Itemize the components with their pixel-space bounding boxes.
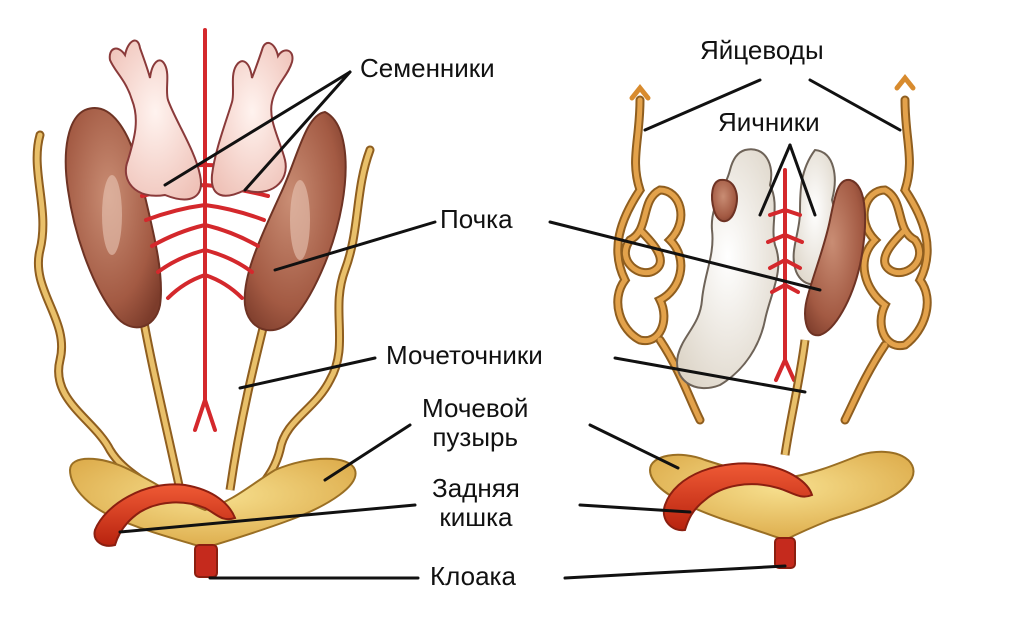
label-hindgut-line2: кишка [439, 502, 513, 533]
label-testes: Семенники [360, 53, 495, 83]
label-hindgut-line1: Задняя [432, 473, 520, 503]
label-ovaries: Яичники [718, 107, 820, 137]
female-cloaca [774, 537, 796, 569]
male-system [32, 28, 375, 578]
female-ureter [782, 339, 808, 456]
label-oviducts: Яйцеводы [700, 35, 824, 65]
leader-bladder-male [323, 423, 412, 482]
leader-oviducts-right [808, 78, 902, 132]
leader-lines [118, 70, 902, 580]
label-hindgut: Задняя кишка [432, 473, 520, 533]
female-right-kidney [804, 178, 867, 337]
female-blood-vessel [766, 168, 804, 382]
female-system [613, 73, 932, 569]
leader-ureters-male [238, 356, 377, 390]
leader-cloaca-female [563, 564, 787, 580]
female-hindgut [662, 462, 814, 532]
label-cloaca: Клоака [430, 561, 516, 591]
label-ureters: Мочеточники [386, 340, 543, 370]
leader-testes-left [163, 70, 352, 187]
female-left-oviduct [613, 83, 705, 425]
male-right-testis [210, 41, 294, 197]
male-hindgut [93, 483, 237, 547]
male-left-testis [108, 39, 202, 201]
female-left-kidney-fragment [711, 178, 738, 223]
label-bladder-line2: пузырь [432, 422, 519, 453]
leader-kidney-male [273, 220, 437, 272]
leader-hindgut-male [118, 503, 417, 534]
female-right-oviduct [840, 73, 932, 425]
leader-ureters-female [613, 356, 807, 394]
leader-oviducts-left [643, 78, 762, 132]
leader-bladder-female [588, 423, 680, 470]
label-kidney: Почка [440, 204, 513, 234]
male-cloaca [194, 544, 218, 578]
label-bladder-line1: Мочевой [422, 393, 529, 423]
leader-ovaries-left [758, 143, 792, 217]
leader-testes-right [243, 70, 352, 192]
leader-kidney-female [548, 220, 822, 292]
leader-ovaries-right [788, 143, 817, 217]
leader-hindgut-female [578, 503, 692, 514]
label-bladder: Мочевой пузырь [422, 393, 529, 453]
